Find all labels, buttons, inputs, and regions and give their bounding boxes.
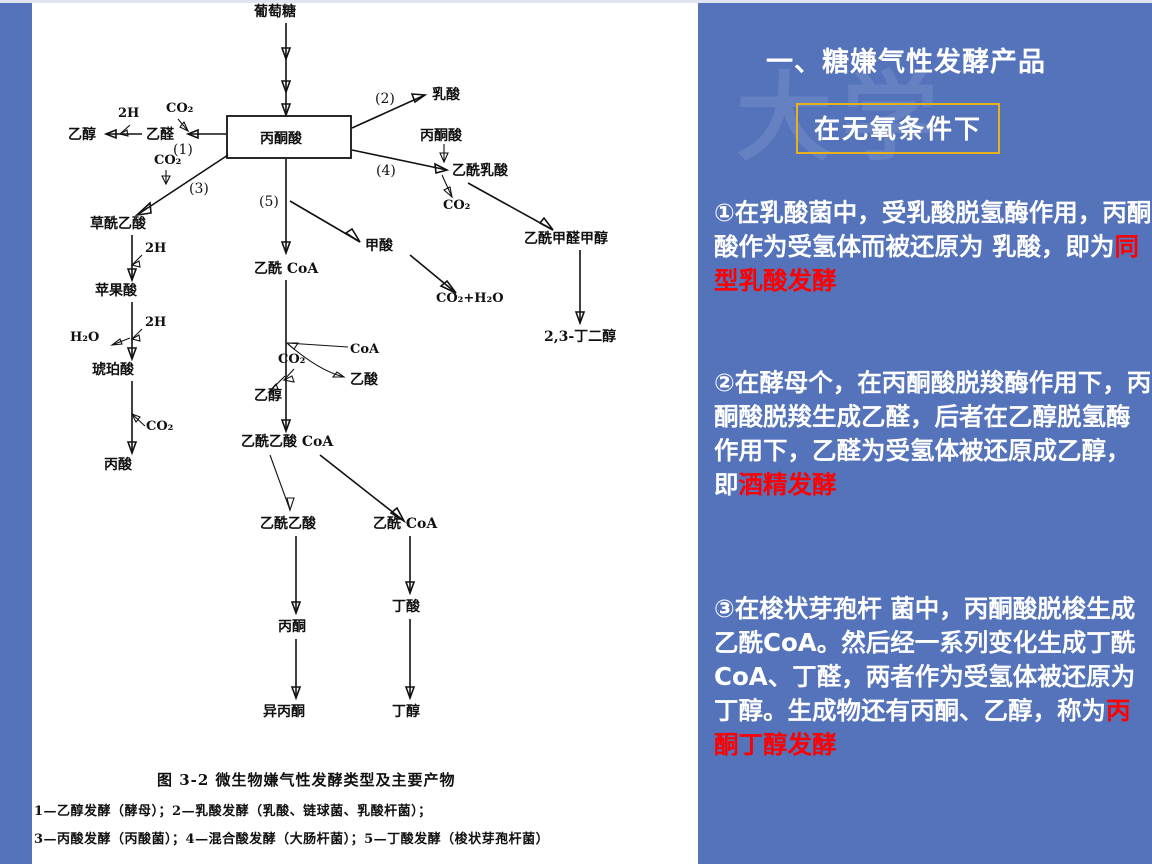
node-acetate: 乙酸 <box>350 371 379 388</box>
node-acetoacetyl-coa: 乙酰乙酸 CoA <box>241 433 334 450</box>
fermentation-pathway-diagram: 葡萄糖 丙酮酸 乙醇 乙醛 2H CO₂ (1) (3) <box>34 3 616 847</box>
cofactor-co2-b: CO₂ <box>154 153 181 168</box>
figure-caption-line-2: 3—丙酸发酵（丙酸菌）；4—混合酸发酵（大肠杆菌）；5—丁酸发酵（梭状芽孢杆菌） <box>34 831 549 847</box>
node-ethanol-left: 乙醇 <box>68 126 96 143</box>
pathway-number-5: (5) <box>259 194 279 210</box>
node-isopropanol: 异丙酮 <box>263 704 305 720</box>
node-lactate: 乳酸 <box>432 86 461 103</box>
node-acetyl-coa-2: 乙酰 CoA <box>373 515 438 532</box>
node-acetyl-coa: 乙酰 CoA <box>254 260 319 277</box>
content-column: 大学 一、糖嫌气性发酵产品 在无氧条件下 ①在乳酸菌中，受乳酸脱氢酶作用，丙酮酸… <box>706 0 1152 864</box>
cofactor-h2o: H₂O <box>70 330 99 345</box>
highlighted-term: 酒精发酵 <box>738 470 837 499</box>
highlighted-term: 丙酮丁醇发酵 <box>714 696 1131 759</box>
node-succinate: 琥珀酸 <box>92 361 135 378</box>
node-ethanol-mid: 乙醇 <box>254 387 282 404</box>
node-pyruvate-right: 丙酮酸 <box>420 127 463 144</box>
paragraph-3: ③在梭状芽孢杆 菌中，丙酮酸脱梭生成乙酰CoA。然后经一系列变化生成丁酰CoA、… <box>714 592 1152 762</box>
cofactor-2h-a: 2H <box>118 106 139 121</box>
cofactor-2h-b: 2H <box>145 241 166 256</box>
pathway-number-3: (3) <box>189 181 209 197</box>
node-co2-h2o: CO₂+H₂O <box>436 291 504 306</box>
paragraph-text: ①在乳酸菌中，受乳酸脱氢酶作用，丙酮酸作为受氢体而被还原为 乳酸，即为 <box>714 198 1152 261</box>
cofactor-co2-c: CO₂ <box>146 419 173 434</box>
node-malate: 苹果酸 <box>95 282 138 299</box>
figure-caption-line-1: 1—乙醇发酵（酵母）；2—乳酸发酵（乳酸、链球菌、乳酸杆菌）； <box>34 803 432 819</box>
pathway-number-2: (2) <box>375 91 395 107</box>
paragraph-1: ①在乳酸菌中，受乳酸脱氢酶作用，丙酮酸作为受氢体而被还原为 乳酸，即为同型乳酸发… <box>714 196 1152 298</box>
cofactor-2h-c: 2H <box>145 315 166 330</box>
pathway-number-4: (4) <box>376 163 396 179</box>
highlighted-term: 同型乳酸发酵 <box>714 232 1140 295</box>
node-formate: 甲酸 <box>365 237 394 254</box>
node-propionate: 丙酸 <box>104 456 133 473</box>
section-heading: 一、糖嫌气性发酵产品 <box>766 47 1046 78</box>
node-acetolactate: 乙酰乳酸 <box>452 162 509 179</box>
node-acetoacetate: 乙酰乙酸 <box>260 515 317 532</box>
node-butanediol: 2,3-丁二醇 <box>544 328 616 345</box>
node-pyruvate: 丙酮酸 <box>260 130 303 147</box>
pathway-number-1: (1) <box>173 142 193 158</box>
node-butyrate: 丁酸 <box>392 598 421 615</box>
cofactor-co2-a: CO₂ <box>166 101 193 116</box>
paragraph-text: ②在酵母个，在丙酮酸脱羧酶作用下，丙酮酸脱羧生成乙醛，后者在乙醇脱氢酶作用下，乙… <box>714 368 1152 499</box>
node-acetaldehyde: 乙醛 <box>146 126 175 143</box>
node-glucose: 葡萄糖 <box>253 3 296 20</box>
node-acetone: 丙酮 <box>278 619 306 635</box>
top-hairline <box>0 0 1152 3</box>
figure-panel: 葡萄糖 丙酮酸 乙醇 乙醛 2H CO₂ (1) (3) <box>32 3 698 864</box>
cofactor-co2-e: CO₂ <box>443 198 470 213</box>
cofactor-coa: CoA <box>350 342 380 357</box>
cofactor-co2-d: CO₂ <box>278 352 305 367</box>
paragraph-text: ③在梭状芽孢杆 菌中，丙酮酸脱梭生成乙酰CoA。然后经一系列变化生成丁酰CoA、… <box>714 594 1136 725</box>
node-oxaloacetate: 草酰乙酸 <box>90 215 147 232</box>
paragraph-2: ②在酵母个，在丙酮酸脱羧酶作用下，丙酮酸脱羧生成乙醛，后者在乙醇脱氢酶作用下，乙… <box>714 366 1152 502</box>
condition-callout: 在无氧条件下 <box>796 103 1001 154</box>
figure-caption-title: 图 3-2 微生物嫌气性发酵类型及主要产物 <box>157 771 456 789</box>
node-acetylmethylcarbinol: 乙酰甲醛甲醇 <box>524 230 608 247</box>
node-butanol: 丁醇 <box>392 703 420 720</box>
